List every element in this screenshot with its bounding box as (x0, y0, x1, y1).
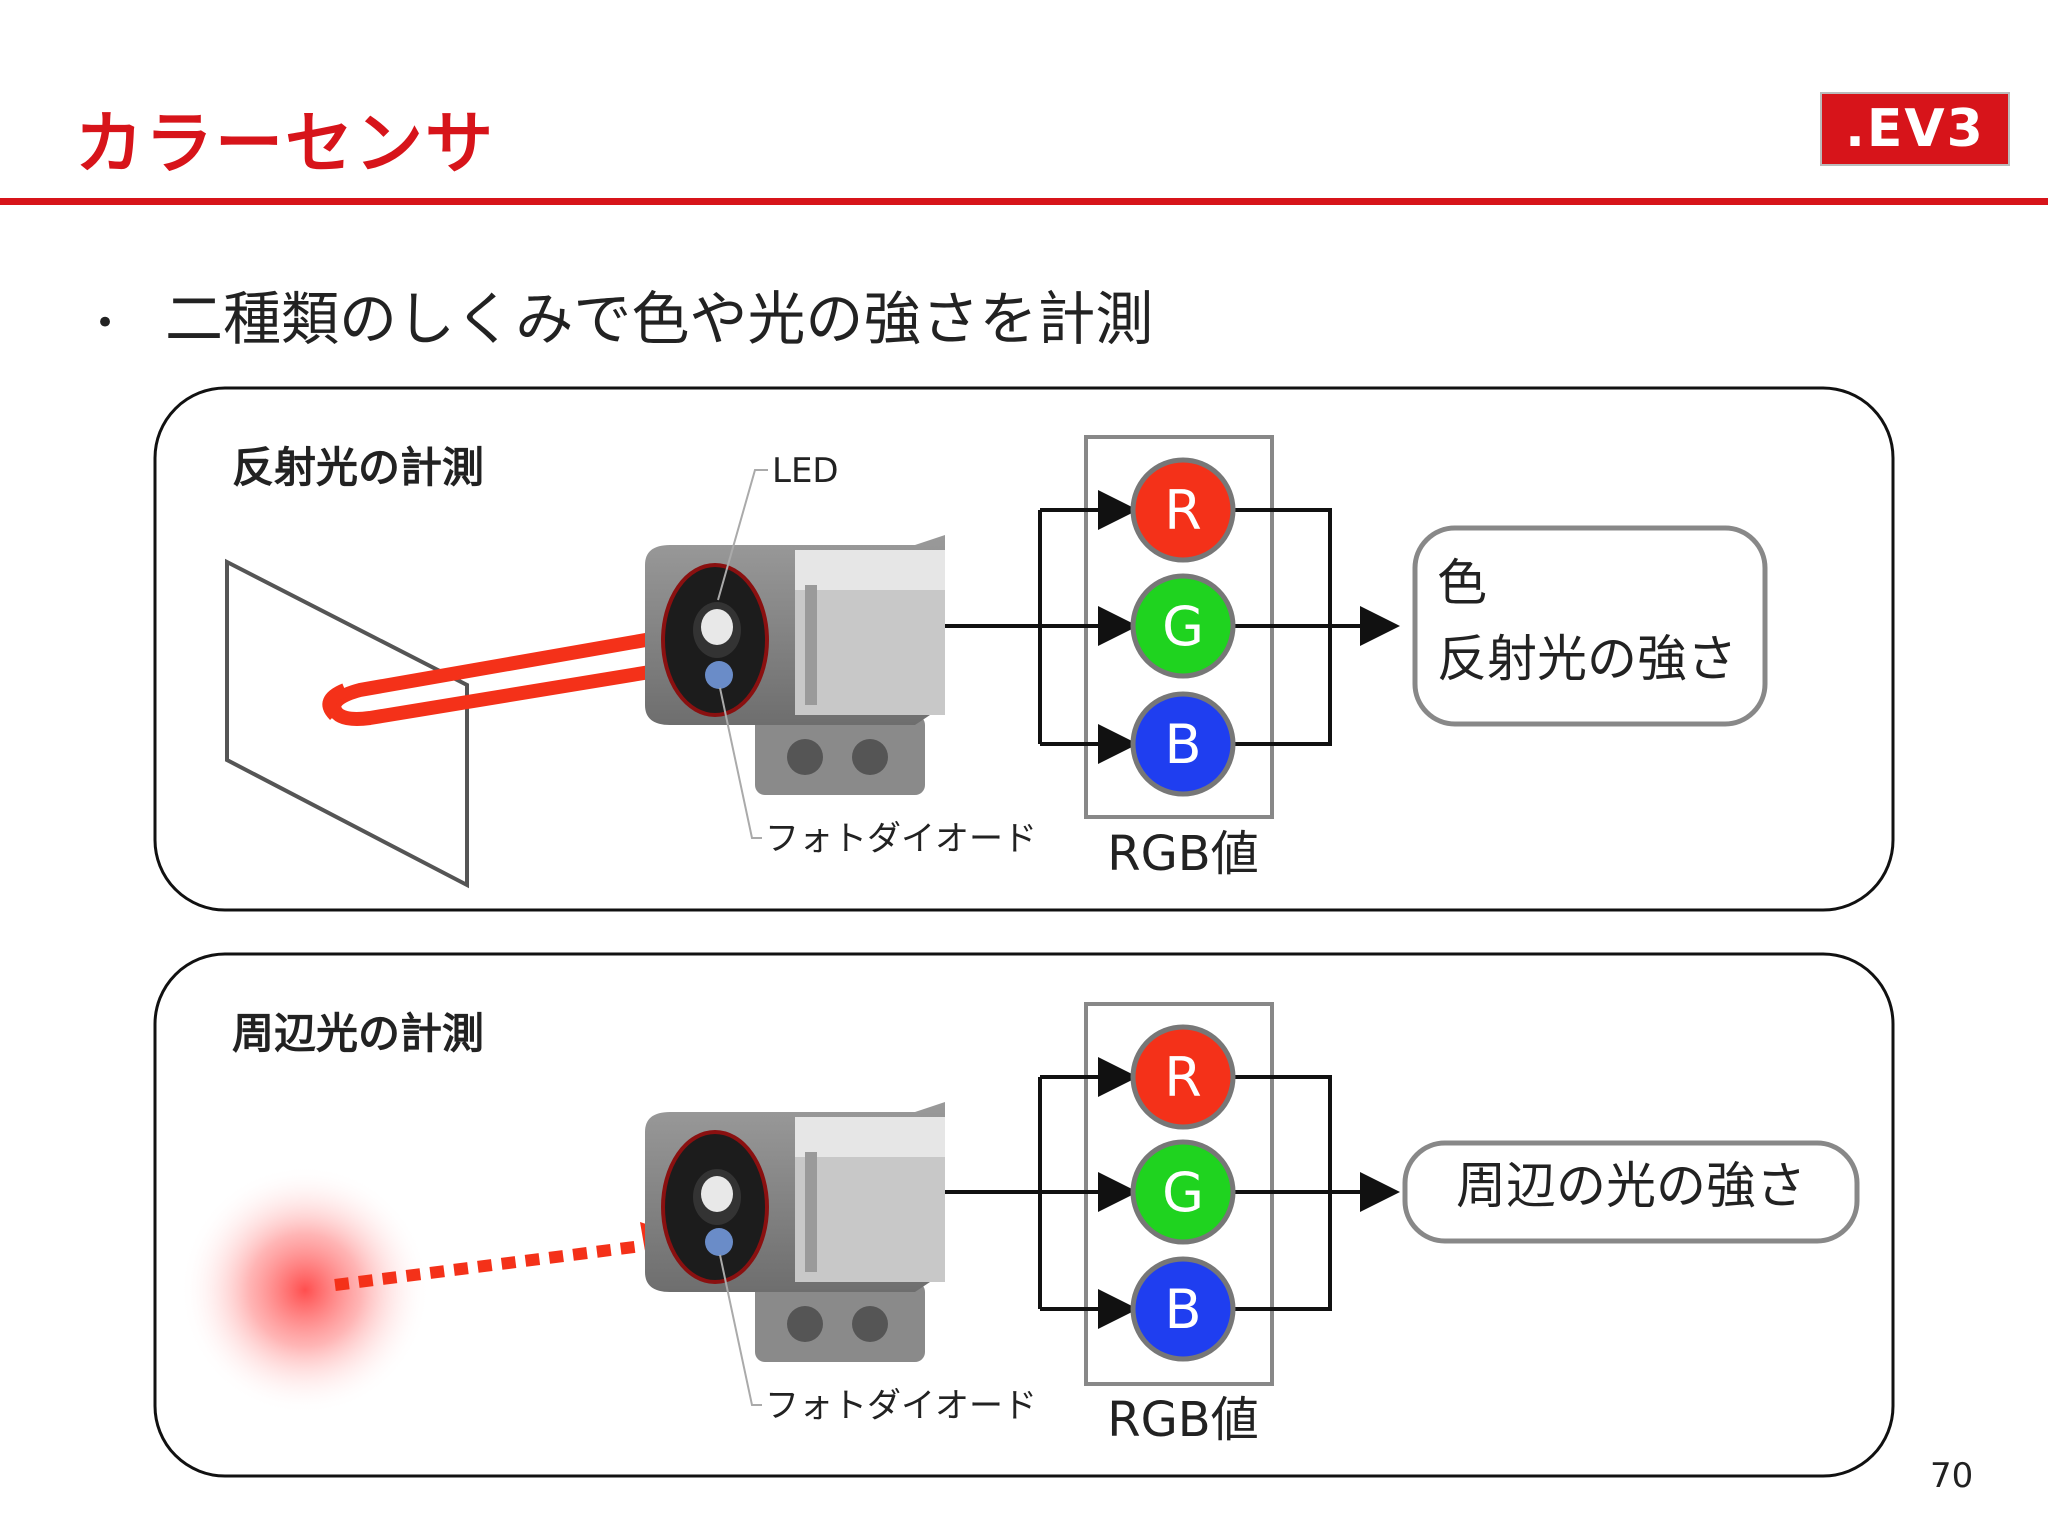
channel-g-1-label: G (1162, 595, 1204, 658)
page-number: 70 (1930, 1456, 1974, 1496)
channel-r-1 (1130, 457, 1236, 563)
bullet-point: • 二種類のしくみで色や光の強さを計測 (95, 272, 1153, 356)
channel-b-1 (1130, 691, 1236, 797)
led-label: LED (772, 451, 839, 491)
result-ambient-intensity: 周辺の光の強さ (1456, 1157, 1806, 1215)
ambient-light-icon (180, 1165, 430, 1415)
rgb-label-2: RGB値 (1107, 1392, 1258, 1448)
channel-r-2 (1130, 1024, 1236, 1130)
panel-reflected-title: 反射光の計測 (232, 443, 484, 492)
channel-g-2 (1130, 1139, 1236, 1245)
bullet-dot-icon: • (95, 302, 116, 343)
panel-ambient-frame (153, 952, 1895, 1478)
channel-b-2 (1130, 1256, 1236, 1362)
photodiode-label-1: フォトダイオード (765, 819, 1037, 859)
channel-g-1 (1130, 573, 1236, 679)
led-pointer (717, 469, 768, 601)
result-box-2 (1402, 1140, 1860, 1244)
channel-b-2-label: B (1164, 1278, 1201, 1341)
result-box-1 (1412, 525, 1768, 727)
result-color: 色 (1437, 554, 1487, 612)
ev3-logo: .EV3 (1822, 94, 2008, 164)
panel-reflected-frame (153, 386, 1895, 912)
photodiode-pointer-1 (719, 687, 762, 839)
channel-r-1-label: R (1164, 479, 1202, 542)
panel-ambient-title: 周辺光の計測 (232, 1009, 484, 1058)
channel-r-2-label: R (1164, 1046, 1202, 1109)
ambient-light-ray (334, 1239, 651, 1291)
result-reflected-intensity: 反射光の強さ (1437, 630, 1737, 688)
photodiode-label-2: フォトダイオード (765, 1386, 1037, 1426)
photodiode-pointer-2 (719, 1254, 762, 1406)
channel-g-2-label: G (1162, 1161, 1204, 1224)
bullet-text: 二種類のしくみで色や光の強さを計測 (165, 285, 1154, 353)
channel-b-1-label: B (1164, 713, 1201, 776)
header-rule (0, 198, 2048, 205)
slide-title: カラーセンサ (75, 105, 496, 184)
rgb-label-1: RGB値 (1107, 826, 1258, 882)
